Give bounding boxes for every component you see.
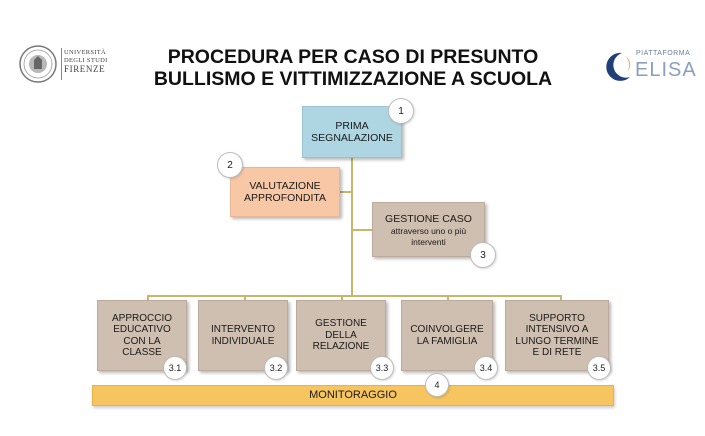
node-3-3-line2: DELLA <box>325 329 357 341</box>
connector-horizontal-bus <box>147 295 560 297</box>
badge-4: 4 <box>425 373 449 397</box>
node-valutazione-line2: APPROFONDITA <box>243 192 327 204</box>
node-3-2-line1: INTERVENTO <box>210 324 276 335</box>
node-3-2-line2: INDIVIDUALE <box>211 335 275 347</box>
node-3-5-line4: E DI RETE <box>532 347 582 358</box>
university-name-line1: UNIVERSITÀ <box>64 49 106 56</box>
university-logo: UNIVERSITÀ DEGLI STUDI FIRENZE <box>18 44 114 88</box>
node-3-1-line1: APPROCCIO <box>111 312 172 324</box>
elisa-logo-big: ELISA <box>635 59 697 81</box>
connector-drop-5 <box>560 295 562 302</box>
node-3-1-line3: CON LA <box>123 335 161 347</box>
connector-main-vertical <box>351 158 353 296</box>
node-gestione-sub1: attraverso uno o più <box>390 225 467 236</box>
badge-3: 3 <box>470 242 496 268</box>
university-name-line2: DEGLI STUDI <box>64 57 108 64</box>
connector-drop-4 <box>447 295 449 302</box>
node-gestione-title: GESTIONE CASO <box>385 212 472 225</box>
connector-to-gestione <box>352 229 372 231</box>
node-prima-segnalazione: PRIMA SEGNALAZIONE <box>302 106 402 158</box>
university-name-line3: FIRENZE <box>64 64 106 74</box>
elisa-logo: PIATTAFORMA ELISA <box>600 46 696 90</box>
node-3-1-line4: CLASSE <box>122 347 162 358</box>
connector-drop-3 <box>341 295 343 302</box>
node-3-5-line3: LUNGO TERMINE <box>515 335 599 347</box>
university-seal-icon <box>19 45 57 83</box>
node-gestione-caso: GESTIONE CASO attraverso uno o più inter… <box>372 202 485 257</box>
crescent-moon-icon <box>606 52 631 81</box>
node-monitoraggio-label: MONITORAGGIO <box>309 388 397 401</box>
node-3-5-line1: SUPPORTO <box>529 312 585 324</box>
node-gestione-sub2: interventi <box>411 236 446 247</box>
node-3-5-line2: INTENSIVO A <box>525 324 589 335</box>
connector-drop-2 <box>244 295 246 302</box>
page-title: PROCEDURA PER CASO DI PRESUNTO BULLISMO … <box>118 46 588 90</box>
node-3-1-line2: EDUCATIVO <box>113 324 171 335</box>
node-3-4-line1: COINVOLGERE <box>410 324 484 335</box>
node-3-3-line1: GESTIONE <box>315 318 367 330</box>
badge-2: 2 <box>217 152 243 178</box>
node-monitoraggio: MONITORAGGIO <box>92 385 614 406</box>
node-prima-line1: PRIMA <box>335 120 369 132</box>
elisa-logo-small: PIATTAFORMA <box>636 50 691 57</box>
title-line-1: PROCEDURA PER CASO DI PRESUNTO <box>167 46 539 68</box>
badge-3-3: 3.3 <box>370 356 394 380</box>
badge-3-4: 3.4 <box>474 356 498 380</box>
logo-divider <box>61 48 62 80</box>
node-valutazione-line1: VALUTAZIONE <box>249 180 321 192</box>
node-intervention-3-3: GESTIONE DELLA RELAZIONE <box>296 300 386 371</box>
node-3-3-line3: RELAZIONE <box>312 341 370 353</box>
connector-to-valutazione <box>340 191 352 193</box>
node-valutazione-approfondita: VALUTAZIONE APPROFONDITA <box>230 167 340 217</box>
badge-3-1: 3.1 <box>163 356 187 380</box>
title-line-2: BULLISMO E VITTIMIZZAZIONE A SCUOLA <box>153 68 553 90</box>
node-prima-line2: SEGNALAZIONE <box>311 132 393 144</box>
connector-drop-1 <box>147 295 149 302</box>
node-3-4-line2: LA FAMIGLIA <box>416 335 478 347</box>
university-name: UNIVERSITÀ DEGLI STUDI FIRENZE <box>64 49 108 74</box>
badge-1: 1 <box>388 98 414 124</box>
badge-3-2: 3.2 <box>264 356 288 380</box>
badge-3-5: 3.5 <box>587 356 611 380</box>
